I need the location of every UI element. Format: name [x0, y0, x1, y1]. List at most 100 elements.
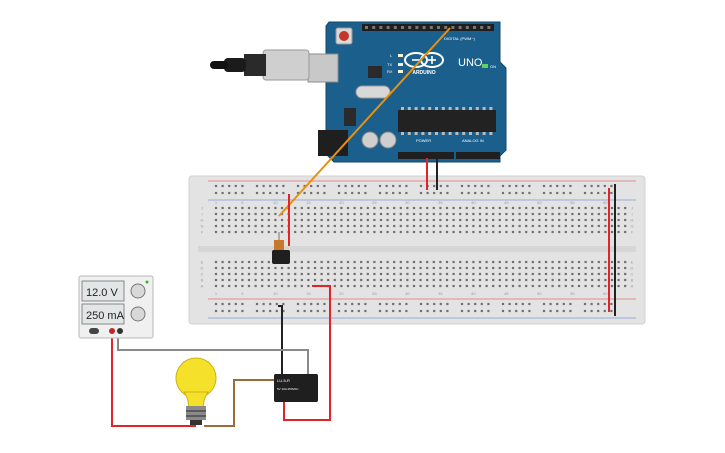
row-letter: C [631, 272, 634, 277]
row-letter: H [201, 218, 204, 223]
relay-label-1: LU-5-R [277, 378, 290, 383]
current-knob[interactable] [130, 306, 146, 322]
power-led [145, 280, 149, 284]
column-number: 55 [570, 291, 575, 296]
column-number: 25 [372, 291, 377, 296]
row-letter: E [631, 260, 634, 265]
row-letter: B [631, 278, 634, 283]
column-number: 50 [537, 291, 542, 296]
relay[interactable]: LU-5-R 5V 10A 250VAC [274, 374, 318, 402]
column-number: 55 [570, 200, 575, 205]
on-label: ON [490, 64, 496, 69]
gray-supply-wire[interactable] [117, 330, 309, 376]
row-letter: I [631, 212, 632, 217]
negative-terminal[interactable] [117, 328, 123, 334]
analog-header-label: ANALOG IN [462, 138, 484, 143]
column-number: 40 [471, 291, 476, 296]
relay-label-2: 5V 10A 250VAC [277, 387, 299, 391]
transistor[interactable] [272, 232, 290, 264]
column-number: 30 [405, 291, 410, 296]
rx-label: RX [387, 69, 393, 74]
brown-bulb-wire[interactable] [204, 379, 276, 427]
column-number: 1 [215, 200, 218, 205]
row-letter: I [201, 212, 202, 217]
usb-port [307, 53, 339, 83]
column-number: 10 [273, 291, 278, 296]
l-led [398, 54, 403, 57]
column-number: 15 [306, 291, 311, 296]
red-relay-wire[interactable] [283, 285, 331, 421]
power-header-label: POWER [416, 138, 431, 143]
row-letter: F [201, 230, 204, 235]
digital-header[interactable] [362, 24, 494, 31]
column-number: 30 [405, 200, 410, 205]
dc-jack [318, 130, 348, 156]
row-letter: C [201, 272, 204, 277]
column-number: 5 [241, 291, 244, 296]
column-number: 40 [471, 200, 476, 205]
power-switch[interactable] [89, 328, 99, 334]
atmega-chip [398, 110, 496, 132]
on-led [482, 64, 488, 68]
reset-button[interactable] [339, 31, 349, 41]
row-letter: F [631, 230, 634, 235]
row-letter: J [631, 206, 633, 211]
voltage-readout: 12.0 V [86, 287, 118, 299]
row-letter: G [200, 224, 203, 229]
digital-header-label: DIGITAL (PWM~) [444, 36, 476, 41]
column-number: 20 [339, 200, 344, 205]
column-number: 5 [241, 200, 244, 205]
tx-led [398, 63, 403, 66]
column-number: 60 [603, 200, 608, 205]
arduino-uno[interactable]: ARDUINO UNO DIGITAL (PWM~) L TX RX ON PO… [307, 21, 507, 163]
usb-chip [368, 66, 382, 78]
column-number: 15 [306, 200, 311, 205]
column-number: 45 [504, 200, 509, 205]
column-number: 60 [603, 291, 608, 296]
column-number: 35 [438, 291, 443, 296]
row-letter: G [630, 224, 633, 229]
analog-header[interactable] [456, 152, 500, 159]
resistor[interactable] [274, 240, 284, 250]
power-supply[interactable]: 12.0 V 250 mA [78, 275, 154, 339]
column-number: 1 [215, 291, 218, 296]
column-number: 50 [537, 200, 542, 205]
rx-led [398, 70, 403, 73]
column-number: 25 [372, 200, 377, 205]
usb-cable[interactable] [210, 49, 310, 81]
arduino-brand: ARDUINO [412, 70, 435, 76]
column-number: 10 [273, 200, 278, 205]
wires [111, 27, 616, 427]
l-label: L [390, 53, 393, 58]
column-number: 45 [504, 291, 509, 296]
row-letter: A [201, 284, 204, 289]
current-display [81, 303, 125, 325]
column-number: 20 [339, 291, 344, 296]
orange-wire[interactable] [278, 27, 451, 217]
row-letter: D [201, 266, 204, 271]
column-number: 35 [438, 200, 443, 205]
capacitor [379, 131, 397, 149]
capacitor [361, 131, 379, 149]
breadboard-holes [214, 184, 627, 313]
regulator [344, 108, 356, 126]
red-bulb-wire[interactable] [111, 330, 196, 427]
tx-label: TX [387, 62, 392, 67]
black-relay-wire[interactable] [278, 305, 283, 376]
row-letter: H [631, 218, 634, 223]
voltage-knob[interactable] [130, 283, 146, 299]
row-letter: E [201, 260, 204, 265]
row-letter: A [631, 284, 634, 289]
row-letter: D [631, 266, 634, 271]
row-letter: J [201, 206, 203, 211]
power-header[interactable] [398, 152, 454, 159]
arduino-model: UNO [458, 57, 483, 69]
positive-terminal[interactable] [109, 328, 115, 334]
current-readout: 250 mA [86, 310, 125, 322]
light-bulb[interactable] [175, 357, 217, 425]
